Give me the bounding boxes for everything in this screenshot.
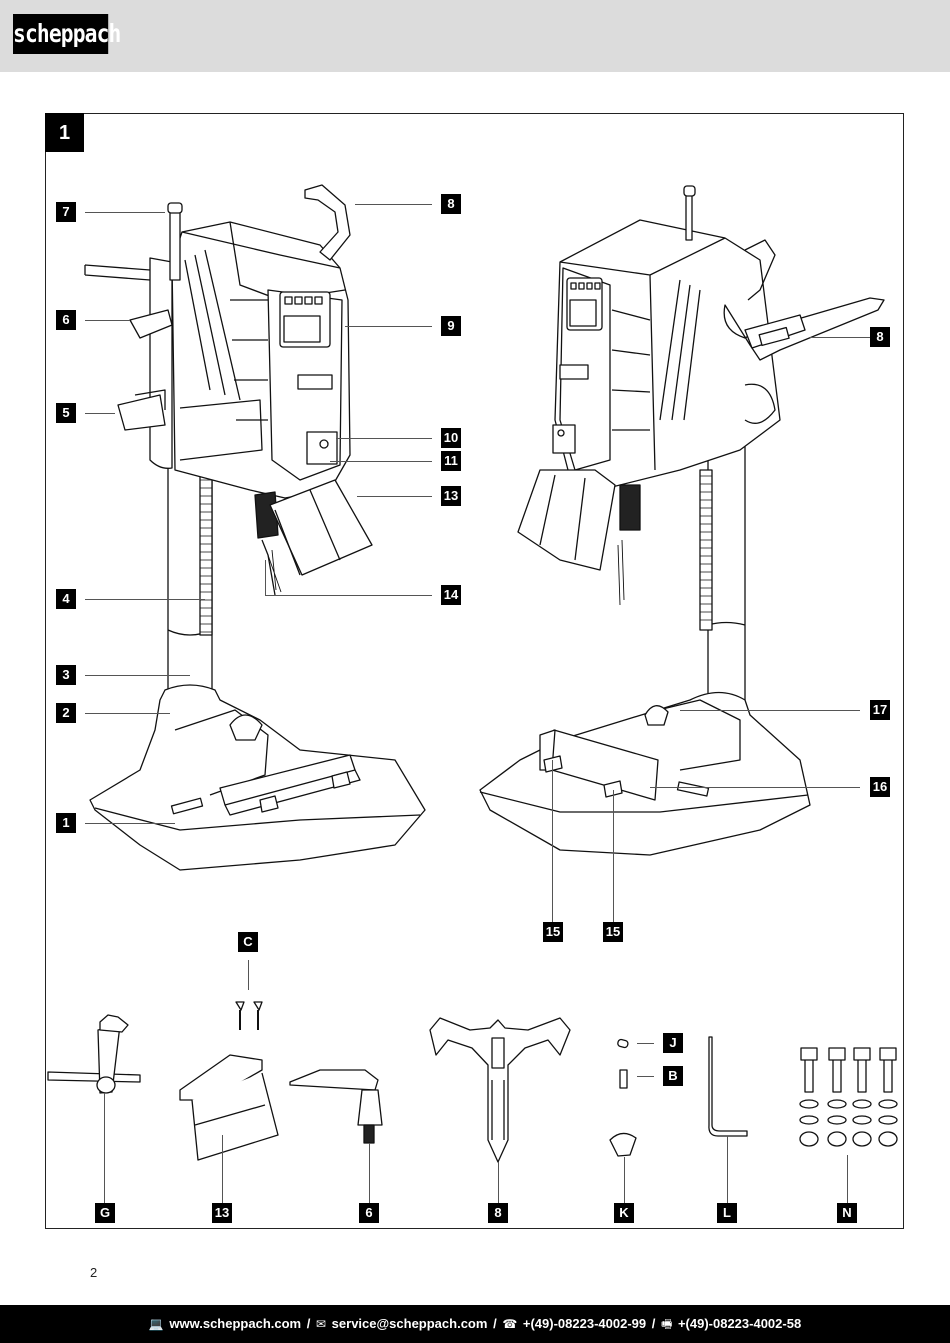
leader-8b — [810, 337, 870, 338]
part-13-guard — [179, 1054, 279, 1161]
leader-b — [637, 1076, 654, 1077]
separator: / — [651, 1316, 656, 1331]
callout-8-left: 8 — [441, 194, 461, 214]
leader-n — [847, 1155, 848, 1203]
leader-p13 — [222, 1135, 223, 1203]
fax-icon: 🖷 — [661, 1317, 673, 1331]
leader-l — [727, 1136, 728, 1203]
website-link[interactable]: www.scheppach.com — [169, 1316, 302, 1331]
callout-3: 3 — [56, 665, 76, 685]
leader-p8 — [498, 1162, 499, 1203]
callout-2: 2 — [56, 703, 76, 723]
leader-10 — [336, 438, 432, 439]
part-8-handle — [429, 1017, 571, 1163]
page-header: scheppach — [0, 0, 950, 72]
callout-8-right: 8 — [870, 327, 890, 347]
leader-5 — [85, 413, 115, 414]
figure-frame — [45, 113, 904, 1229]
callout-4: 4 — [56, 589, 76, 609]
separator: / — [306, 1316, 311, 1331]
leader-14 — [265, 595, 432, 596]
leader-11 — [330, 461, 432, 462]
callout-g: G — [95, 1203, 115, 1223]
callout-n: N — [837, 1203, 857, 1223]
callout-part-6: 6 — [359, 1203, 379, 1223]
leader-15b — [613, 790, 614, 922]
leader-p6 — [369, 1143, 370, 1203]
leader-14-v — [265, 560, 266, 595]
part-n-bolts — [799, 1047, 898, 1147]
callout-10: 10 — [441, 428, 461, 448]
part-c-screws — [235, 1001, 263, 1030]
callout-l: L — [717, 1203, 737, 1223]
callout-17: 17 — [870, 700, 890, 720]
callout-5: 5 — [56, 403, 76, 423]
callout-16: 16 — [870, 777, 890, 797]
callout-part-8: 8 — [488, 1203, 508, 1223]
scheppach-logo: scheppach — [13, 14, 121, 54]
callout-7: 7 — [56, 202, 76, 222]
leader-17 — [680, 710, 860, 711]
callout-11: 11 — [441, 451, 461, 471]
phone-icon: ☎ — [502, 1317, 518, 1331]
leader-15a — [552, 760, 553, 922]
callout-15a: 15 — [543, 922, 563, 942]
part-j-b-k-l — [609, 1036, 748, 1157]
leader-3 — [85, 675, 190, 676]
leader-k — [624, 1157, 625, 1203]
phone-number: +(49)-08223-4002-99 — [522, 1316, 647, 1331]
leader-2 — [85, 713, 170, 714]
callout-j: J — [663, 1033, 683, 1053]
part-6-lever — [289, 1069, 383, 1144]
left-drill-stand — [84, 184, 426, 871]
leader-6 — [85, 320, 130, 321]
leader-1 — [85, 823, 175, 824]
right-drill-stand — [479, 185, 885, 856]
callout-9: 9 — [441, 316, 461, 336]
callout-k: K — [614, 1203, 634, 1223]
part-g-chuck-key — [47, 1014, 141, 1094]
leader-4 — [85, 599, 205, 600]
fax-number: +(49)-08223-4002-58 — [677, 1316, 802, 1331]
callout-part-13: 13 — [212, 1203, 232, 1223]
leader-9 — [345, 326, 432, 327]
page-footer: 💻 www.scheppach.com / ✉ service@scheppac… — [0, 1305, 950, 1343]
leader-8a — [355, 204, 432, 205]
callout-1: 1 — [56, 813, 76, 833]
page-number: 2 — [90, 1265, 98, 1280]
callout-15b: 15 — [603, 922, 623, 942]
figure-number: 1 — [45, 113, 84, 152]
callout-c: C — [238, 932, 258, 952]
leader-c — [248, 960, 249, 990]
callout-b: B — [663, 1066, 683, 1086]
leader-g — [104, 1093, 105, 1203]
email-link[interactable]: service@scheppach.com — [331, 1316, 488, 1331]
leader-13 — [357, 496, 432, 497]
separator: / — [493, 1316, 497, 1331]
leader-16 — [650, 787, 860, 788]
leader-j — [637, 1043, 654, 1044]
callout-6: 6 — [56, 310, 76, 330]
mail-icon: ✉ — [315, 1317, 327, 1331]
callout-13: 13 — [441, 486, 461, 506]
callout-14: 14 — [441, 585, 461, 605]
computer-icon: 💻 — [148, 1317, 164, 1331]
leader-7 — [85, 212, 165, 213]
